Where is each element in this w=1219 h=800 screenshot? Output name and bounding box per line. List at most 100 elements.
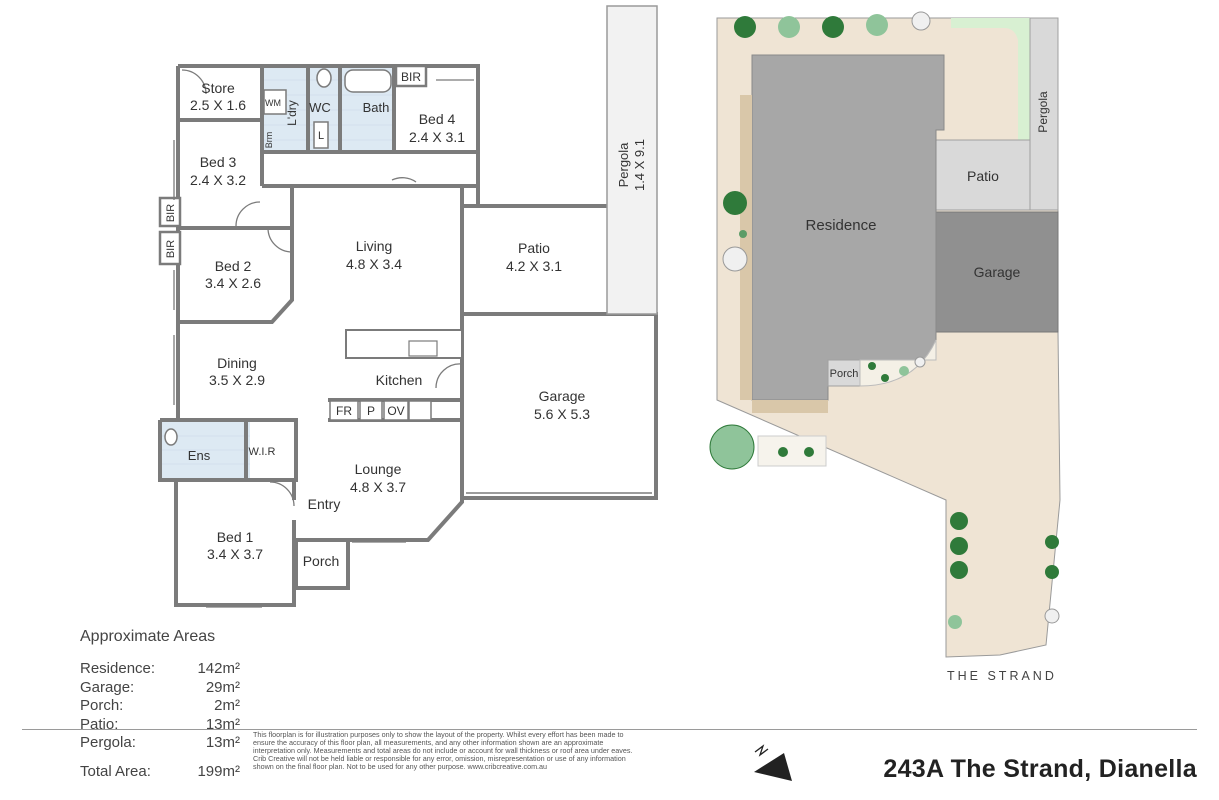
area-value: 13m² [205, 715, 240, 733]
ensuite-toilet [164, 428, 178, 446]
site-labels: Residence Patio Garage Pergola Porch [806, 91, 1050, 380]
area-value: 29m² [205, 678, 240, 696]
shrub-6 [899, 366, 909, 376]
area-value: 2m² [214, 697, 240, 714]
room-bir-1-name: BIR [165, 204, 177, 222]
room-linen-name: L [318, 130, 324, 142]
bir-top-box [394, 64, 428, 88]
kitchen-bench [345, 329, 463, 359]
room-ens-name: Ens [188, 448, 211, 463]
disclaimer-text: This floorplan is for illustration purpo… [253, 730, 633, 772]
fridge-box [329, 400, 359, 421]
room-wm-name: WM [265, 98, 281, 108]
tree-2 [778, 16, 800, 38]
area-row: Patio: 13m² [80, 716, 240, 735]
room-porch-name: Porch [303, 553, 340, 569]
floor-plan: Store 2.5 X 1.6 WM L'dry WC Bath BIR Brm… [158, 5, 658, 608]
area-label: Garage: [80, 678, 135, 696]
planter [757, 435, 827, 467]
trees [709, 11, 1060, 629]
cooktop [408, 400, 432, 421]
room-patio-size: 4.2 X 3.1 [506, 258, 562, 274]
garden-bed [859, 339, 937, 387]
tree-15 [1044, 608, 1060, 624]
area-label: Pergola: [80, 734, 136, 751]
room-dining-name: Dining [217, 355, 257, 371]
tree-8 [709, 424, 755, 470]
pergola [606, 5, 658, 315]
room-living-name: Living [356, 238, 393, 254]
bir-2-box [158, 230, 182, 266]
room-bed1-size: 3.4 X 3.7 [207, 546, 263, 562]
room-bir-2-name: BIR [165, 240, 177, 258]
tree-13 [1045, 535, 1059, 549]
bathtub [344, 69, 392, 93]
room-pantry-name: P [367, 404, 375, 418]
area-row: Pergola: 13m² [80, 734, 240, 753]
room-fr-name: FR [336, 404, 352, 418]
tree-4 [866, 14, 888, 36]
room-lounge-name: Lounge [355, 461, 402, 477]
room-bed2-name: Bed 2 [215, 258, 252, 274]
tree-6 [723, 191, 747, 215]
eave-left [740, 95, 752, 400]
room-living-size: 4.8 X 3.4 [346, 256, 402, 272]
room-pergola-size: 1.4 X 9.1 [632, 139, 647, 191]
total-area-row: Total Area:199m² [80, 763, 240, 782]
room-entry-name: Entry [308, 496, 341, 512]
area-label: Patio: [80, 715, 119, 733]
room-bed1-name: Bed 1 [217, 529, 254, 545]
bir-1-box [158, 196, 182, 228]
linen-box [313, 121, 329, 149]
shrub-5 [881, 374, 889, 382]
room-wc-name: WC [309, 100, 331, 115]
room-dining-size: 3.5 X 2.9 [209, 372, 265, 388]
total-area-value: 199m² [197, 762, 240, 780]
area-label: Residence: [80, 660, 156, 677]
tree-7 [722, 246, 748, 272]
room-garage-size: 5.6 X 5.3 [534, 406, 590, 422]
room-bed3-size: 2.4 X 3.2 [190, 172, 246, 188]
room-store-name: Store [201, 80, 235, 96]
room-bath-name: Bath [363, 100, 390, 115]
shrub-3 [804, 447, 814, 457]
pantry-box [359, 400, 383, 421]
tree-3 [822, 16, 844, 38]
shrub-2 [778, 447, 788, 457]
windows [173, 79, 474, 608]
area-row: Porch:2m² [80, 697, 240, 716]
area-row: Garage: 29m² [80, 679, 240, 698]
site-porch-label: Porch [830, 368, 859, 380]
site-garage-label: Garage [974, 264, 1021, 280]
site-patio [935, 139, 1031, 211]
divider [22, 729, 1197, 730]
room-bir-top-name: BIR [401, 70, 421, 84]
walls [158, 64, 658, 607]
toilet [316, 68, 332, 88]
tree-14 [1045, 565, 1059, 579]
room-bed3-name: Bed 3 [200, 154, 237, 170]
room-kitchen-name: Kitchen [376, 372, 423, 388]
area-value: 142m² [197, 660, 240, 677]
site-pergola [1029, 17, 1059, 211]
area-value: 13m² [205, 734, 240, 751]
room-brm-name: Brm [264, 132, 274, 149]
room-store-size: 2.5 X 1.6 [190, 97, 246, 113]
room-patio-name: Patio [518, 240, 550, 256]
site-residence-label: Residence [806, 217, 877, 234]
room-oven-name: OV [387, 404, 404, 418]
room-wir-name: W.I.R [249, 446, 276, 458]
shrub-4 [868, 362, 876, 370]
property-address: 243A The Strand, Dianella [883, 755, 1197, 783]
room-ldry-name: L'dry [285, 100, 299, 126]
tree-9 [950, 512, 968, 530]
site-pergola-label: Pergola [1036, 91, 1050, 133]
room-bed2-size: 3.4 X 2.6 [205, 275, 261, 291]
tree-12 [948, 615, 962, 629]
kitchen-sink [408, 340, 438, 357]
room-pergola-name: Pergola [616, 142, 631, 188]
site-plan: Residence Patio Garage Pergola Porch [709, 11, 1061, 658]
door-swings [181, 69, 463, 507]
areas-title: Approximate Areas [80, 628, 216, 645]
